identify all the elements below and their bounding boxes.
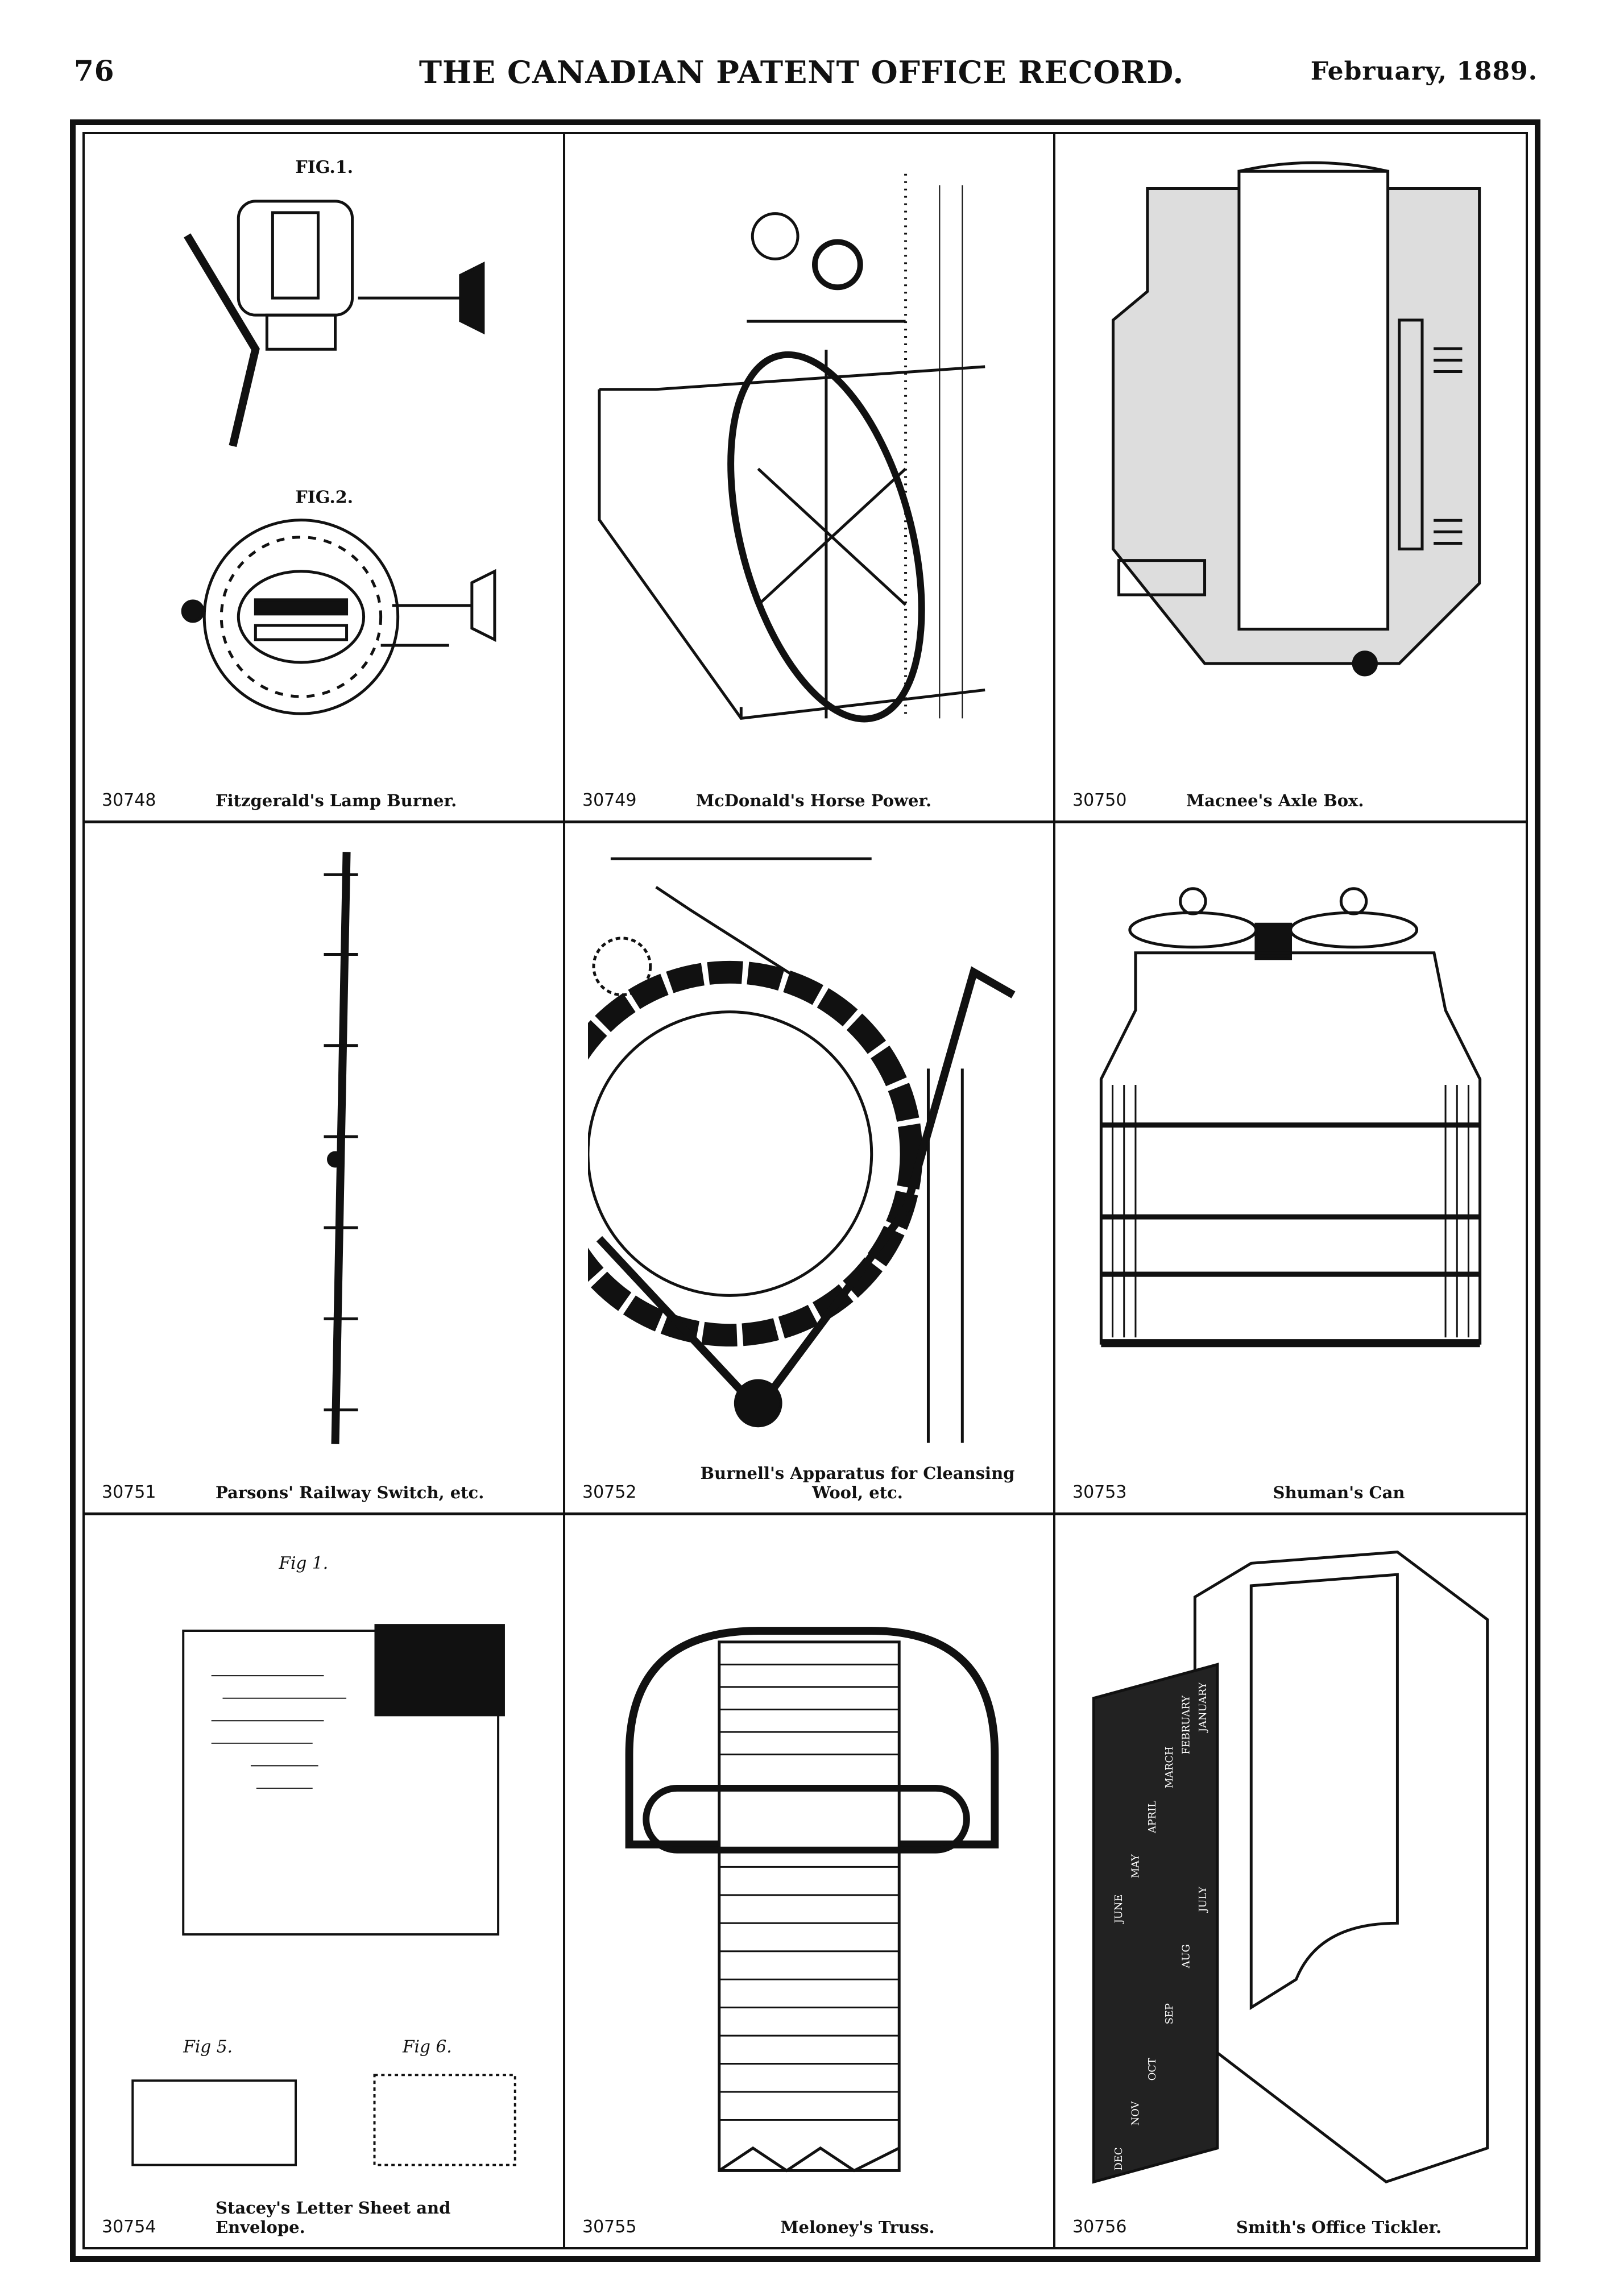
patent-title: Burnell's Apparatus for Cleansing Wool, … bbox=[700, 1464, 1015, 1502]
fig-label: Fig 1. bbox=[278, 1553, 328, 1573]
fig-label: FIG.2. bbox=[295, 488, 353, 508]
patent-number: 30748 bbox=[102, 790, 156, 810]
patent-cell-30753: 30753 Shuman's Can bbox=[1055, 823, 1526, 1515]
railway-switch-drawing bbox=[324, 852, 358, 1444]
patent-number: 30754 bbox=[102, 2217, 156, 2237]
patent-number: 30751 bbox=[102, 1482, 156, 1502]
patent-number: 30753 bbox=[1072, 1482, 1127, 1502]
patent-title: McDonald's Horse Power. bbox=[696, 791, 932, 810]
patent-number: 30749 bbox=[582, 790, 637, 810]
month-tab: JUNE bbox=[1113, 1895, 1125, 1925]
month-tab: MARCH bbox=[1163, 1746, 1175, 1788]
patent-cell-30756: DEC NOV OCT SEP AUG JULY JUNE MAY APRIL … bbox=[1055, 1515, 1526, 2247]
month-tab: JULY bbox=[1197, 1887, 1209, 1913]
patent-number: 30756 bbox=[1072, 2217, 1127, 2237]
patent-cell-30748: FIG.1. FIG.2. 30748 Fitzgerald's Lamp Bur… bbox=[85, 134, 565, 823]
patent-cell-30749: 30749 McDonald's Horse Power. bbox=[565, 134, 1055, 823]
patent-title: Parsons' Railway Switch, etc. bbox=[216, 1483, 484, 1502]
month-tab: AUG bbox=[1180, 1944, 1192, 1968]
month-tab: APRIL bbox=[1146, 1801, 1158, 1834]
lamp-burner-drawing: FIG.1. FIG.2. bbox=[181, 158, 496, 715]
axle-box-drawing bbox=[1111, 161, 1481, 677]
month-tab: JANUARY bbox=[1197, 1682, 1209, 1733]
fig-label: Fig 6. bbox=[402, 2037, 452, 2057]
can-drawing bbox=[1099, 887, 1482, 1348]
page-number: 76 bbox=[74, 54, 115, 88]
truss-drawing bbox=[625, 1627, 999, 2173]
patent-title: Macnee's Axle Box. bbox=[1186, 791, 1364, 810]
fig-label: Fig 5. bbox=[183, 2037, 233, 2057]
horse-power-drawing bbox=[598, 173, 985, 723]
month-tab: SEP bbox=[1163, 2003, 1175, 2024]
patent-cell-30751: 30751 Parsons' Railway Switch, etc. bbox=[85, 823, 565, 1515]
month-tab: MAY bbox=[1129, 1854, 1141, 1878]
month-tab: DEC bbox=[1113, 2148, 1125, 2171]
patent-cell-30752: 30752 Burnell's Apparatus for Cleansing W… bbox=[565, 823, 1055, 1515]
patent-title: Fitzgerald's Lamp Burner. bbox=[216, 791, 457, 810]
publication-title: THE CANADIAN PATENT OFFICE RECORD. bbox=[419, 54, 1184, 90]
month-tab: NOV bbox=[1129, 2100, 1141, 2125]
patent-title: Smith's Office Tickler. bbox=[1236, 2218, 1442, 2237]
patent-cell-30755: 30755 Meloney's Truss. bbox=[565, 1515, 1055, 2247]
month-tab: FEBRUARY bbox=[1180, 1696, 1192, 1755]
patent-number: 30750 bbox=[1072, 790, 1127, 810]
month-tab: OCT bbox=[1146, 2058, 1158, 2081]
patent-title: Meloney's Truss. bbox=[780, 2218, 935, 2237]
issue-date: February, 1889. bbox=[1310, 57, 1538, 86]
patent-cell-30750: 30750 Macnee's Axle Box. bbox=[1055, 134, 1526, 823]
patent-number: 30755 bbox=[582, 2217, 637, 2237]
wool-cleansing-drawing bbox=[588, 857, 1016, 1443]
letter-sheet-drawing: Fig 1. Fig 5. Fig 6. bbox=[131, 1553, 516, 2166]
fig-label: FIG.1. bbox=[295, 158, 353, 177]
patent-title: Stacey's Letter Sheet and Envelope. bbox=[216, 2198, 451, 2237]
patent-title: Shuman's Can bbox=[1273, 1483, 1405, 1502]
patent-number: 30752 bbox=[582, 1482, 637, 1502]
office-tickler-drawing: DEC NOV OCT SEP AUG JULY JUNE MAY APRIL … bbox=[1092, 1551, 1489, 2184]
patent-cell-30754: Fig 1. Fig 5. Fig 6. 30754 Stacey's Lette… bbox=[85, 1515, 565, 2247]
plates-frame: FIG.1. FIG.2. 30748 Fitzgerald's Lamp Bur… bbox=[70, 119, 1540, 2262]
